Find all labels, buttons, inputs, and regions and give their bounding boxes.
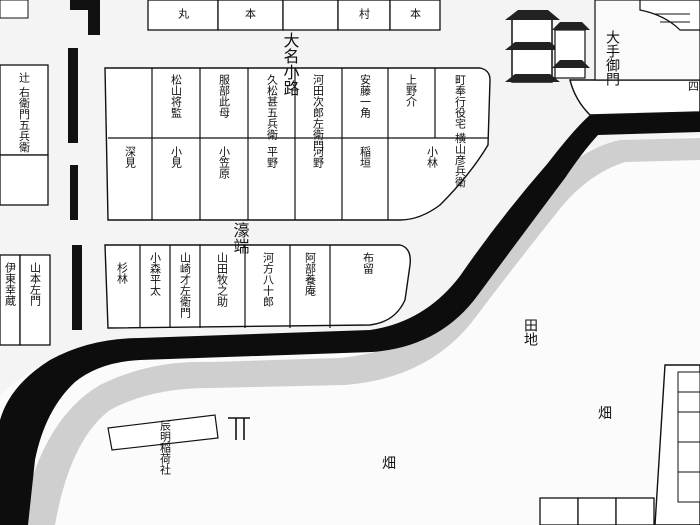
lot-label-abe: 阿部養庵 xyxy=(304,252,317,297)
west-wall-upper xyxy=(68,48,78,143)
lot-label-ueno: 上野介 xyxy=(405,74,418,107)
shrine-label: 辰明稲荷社 xyxy=(159,420,172,476)
lot-label-ando: 安藤一角 xyxy=(359,73,372,119)
block-one xyxy=(104,67,491,221)
lot-label-s6: 小見 xyxy=(170,146,183,168)
lot-label-hisamatsu: 久松甚五兵衛 xyxy=(266,74,279,141)
lot-label-furu: 布留 xyxy=(362,252,375,275)
field-label-dry-1: 畑 xyxy=(598,406,612,422)
lot-label-s5: 小笠原 xyxy=(218,146,231,179)
lot-label-yamazaki: 山崎才左衛門 xyxy=(179,252,192,319)
lot-label-s7: 深見 xyxy=(124,146,137,168)
top-lot-label-4: 本 xyxy=(409,7,422,20)
field-label-dry-2: 畑 xyxy=(382,456,396,472)
lot-label-s2: 稲垣 xyxy=(359,146,372,168)
top-lot-label-3: 村 xyxy=(358,7,371,19)
lot-label-sugibayashi: 杉林 xyxy=(116,261,129,284)
lot-west-yamamoto xyxy=(19,254,51,346)
lot-label-s4: 平野 xyxy=(266,146,279,168)
castle-ornament-icon xyxy=(639,0,700,31)
top-lot-row xyxy=(147,0,441,31)
lot-label-s3: 河野 xyxy=(312,146,325,168)
gate-tower-icon xyxy=(505,10,590,83)
street-label-daimyo-koji: 大名小路 xyxy=(281,32,300,96)
top-lot-label-2: 本 xyxy=(244,7,257,20)
lot-label-corner-office: 町奉行役宅 横山彦兵衛 xyxy=(454,74,467,188)
corner-lot-label: 四 xyxy=(688,80,699,93)
lot-label-kawakata: 河方八十郎 xyxy=(262,252,275,307)
lot-label-kawada: 河田次郎左衛門 xyxy=(312,74,325,152)
lot-west-middle xyxy=(0,154,49,206)
shrine-marker xyxy=(107,414,250,451)
west-wall-middle xyxy=(70,165,78,220)
top-lot-label-1: 丸 xyxy=(177,8,190,20)
bottom-lot-row xyxy=(539,497,655,525)
gate-label: 大手御門 xyxy=(604,30,620,87)
street-label-horibata: 濠端 xyxy=(231,221,250,254)
lot-label-matsuyama: 松山将監 xyxy=(170,73,183,118)
wall-corner-nw xyxy=(70,0,100,35)
field-label-rice: 田地 xyxy=(522,318,538,346)
lot-label-s1: 小林 xyxy=(426,146,439,168)
moat xyxy=(0,112,700,525)
block-two xyxy=(104,244,411,329)
lot-label-komori: 小森平太 xyxy=(149,252,162,297)
lot-label-hattori: 服部此母 xyxy=(218,74,231,119)
castle-wall xyxy=(569,79,700,116)
west-lot-ito-label: 伊東幸蔵 xyxy=(4,262,17,307)
moat-shadow xyxy=(20,138,700,525)
southeast-enclosure xyxy=(654,364,700,525)
corner-lot-nw xyxy=(0,0,29,19)
west-wall-lower xyxy=(72,245,82,330)
lot-label-tsuji: 辻 右衛門五兵衛 xyxy=(18,71,31,153)
west-lot-yamamoto-label: 山本左門 xyxy=(29,262,42,307)
lot-label-yamada: 山田牧之助 xyxy=(216,252,229,308)
